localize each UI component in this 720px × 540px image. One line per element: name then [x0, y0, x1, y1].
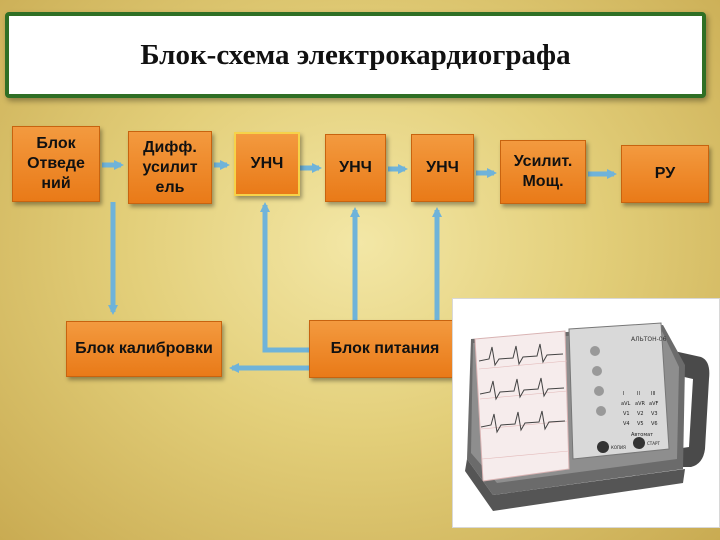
block-diff-amplifier: Дифф. усилит ель [128, 131, 212, 204]
svg-text:III: III [651, 391, 655, 397]
block-power-supply-label: Блок питания [330, 340, 440, 357]
device-brand: АЛЬТОН-06 [631, 336, 667, 343]
device-start-label: СТАРТ [647, 441, 660, 446]
block-power-supply: Блок питания [309, 320, 461, 378]
block-unch-1-label: УНЧ [250, 155, 284, 172]
svg-text:aVR: aVR [635, 401, 645, 407]
svg-text:V1: V1 [623, 411, 630, 417]
svg-text:aVF: aVF [649, 401, 658, 407]
svg-text:V6: V6 [651, 421, 658, 427]
block-leads-label: Блок Отведе ний [27, 135, 85, 192]
block-unch-3-label: УНЧ [426, 159, 459, 176]
svg-text:V5: V5 [637, 421, 644, 427]
diagram-title: Блок-схема электрокардиографа [140, 38, 571, 71]
block-leads: Блок Отведе ний [12, 126, 100, 202]
svg-text:V2: V2 [637, 411, 644, 417]
block-calibration-label: Блок калибровки [75, 340, 213, 357]
arrow-supply-to-unch1 [260, 202, 309, 353]
block-ru-label: РУ [654, 165, 676, 182]
svg-text:V4: V4 [623, 421, 630, 427]
svg-text:aVL: aVL [621, 401, 630, 407]
svg-text:V3: V3 [651, 411, 658, 417]
block-unch-3: УНЧ [411, 134, 474, 202]
block-ru: РУ [621, 145, 709, 203]
block-diff-amplifier-label: Дифф. усилит ель [142, 138, 198, 196]
block-unch-2: УНЧ [325, 134, 386, 202]
svg-text:II: II [637, 391, 640, 397]
device-mode-label: Автомат [631, 432, 653, 438]
svg-text:I: I [623, 391, 624, 397]
block-power-amplifier: Усилит. Мощ. [500, 140, 586, 204]
block-calibration: Блок калибровки [66, 321, 222, 377]
device-copy-label: КОПИЯ [611, 445, 626, 450]
block-unch-1: УНЧ [234, 132, 300, 196]
block-unch-2-label: УНЧ [339, 159, 372, 176]
title-frame: Блок-схема электрокардиографа [5, 12, 706, 98]
block-power-amplifier-label: Усилит. Мощ. [513, 153, 573, 190]
